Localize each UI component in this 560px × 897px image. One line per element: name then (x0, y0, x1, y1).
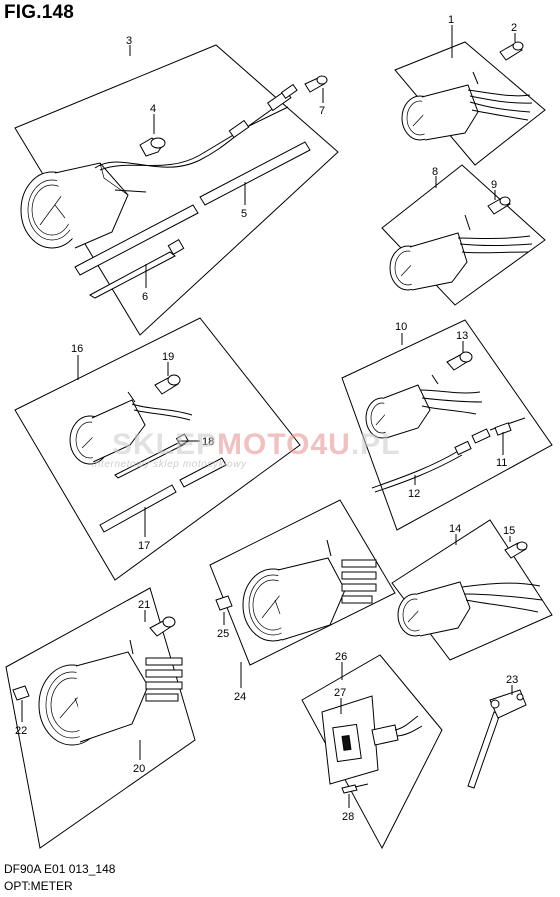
meter-10 (365, 374, 483, 439)
callout-9: 9 (491, 179, 497, 191)
callout-22: 22 (15, 725, 27, 737)
callout-6: 6 (142, 291, 148, 303)
callout-18: 18 (202, 436, 214, 448)
callout-28: 28 (342, 811, 354, 823)
bulb-4 (139, 137, 166, 157)
callout-11: 11 (496, 457, 507, 469)
screw-28 (341, 783, 369, 794)
speedometer-large (20, 162, 147, 249)
bulb-15 (504, 541, 528, 559)
callout-21: 21 (138, 599, 150, 611)
meter-14 (397, 581, 543, 637)
harness-12 (371, 428, 491, 493)
meter-16 (69, 391, 193, 465)
callout-24: 24 (234, 691, 246, 703)
tie-18 (114, 433, 190, 479)
panel-group-10 (341, 319, 553, 531)
cable-tie-6 (88, 238, 185, 299)
callout-25: 25 (217, 628, 229, 640)
callout-16: 16 (71, 343, 83, 355)
tube-5 (74, 141, 311, 276)
callout-1: 1 (448, 14, 454, 26)
bulb-19 (154, 374, 181, 395)
bulb-2 (499, 41, 524, 61)
meter-20 (38, 639, 183, 746)
callout-17: 17 (138, 540, 150, 552)
callout-23: 23 (506, 674, 518, 686)
switch-assembly-26 (321, 695, 423, 785)
bulb-7 (304, 75, 328, 93)
figure-title: FIG.148 (4, 2, 75, 23)
meter-8 (389, 214, 533, 291)
section-name: OPT:METER (4, 879, 73, 893)
panel-group-16 (14, 317, 301, 581)
tube-17 (99, 457, 227, 533)
callout-5: 5 (241, 208, 247, 220)
callout-10: 10 (395, 321, 407, 333)
callout-12: 12 (408, 488, 420, 500)
bulb-25 (215, 595, 233, 611)
bulb-21 (149, 616, 176, 637)
meter-24 (242, 539, 377, 642)
bulb-9 (487, 196, 511, 215)
bulb-22 (12, 685, 30, 701)
connector-11 (489, 417, 526, 436)
model-code: DF90A E01 013_148 (4, 862, 116, 876)
bulb-13 (446, 351, 473, 371)
callout-7: 7 (319, 105, 325, 117)
callout-4: 4 (150, 103, 156, 115)
callout-numbers: 3 4 5 6 7 1 2 8 9 16 19 18 17 10 13 11 1… (15, 14, 518, 823)
callout-27: 27 (334, 687, 346, 699)
panel-group-3 (14, 44, 339, 336)
sender-23 (467, 689, 527, 789)
meter-1 (401, 71, 533, 141)
callout-2: 2 (511, 22, 517, 34)
callout-15: 15 (503, 525, 515, 537)
leader-lines (21, 25, 516, 808)
callout-13: 13 (456, 330, 468, 342)
callout-26: 26 (335, 651, 347, 663)
callout-8: 8 (432, 166, 438, 178)
panel-group-14 (391, 519, 553, 661)
callout-3: 3 (126, 35, 132, 47)
callout-14: 14 (449, 523, 461, 535)
connector-3 (228, 83, 298, 139)
callout-19: 19 (162, 351, 174, 363)
callout-20: 20 (133, 763, 145, 775)
